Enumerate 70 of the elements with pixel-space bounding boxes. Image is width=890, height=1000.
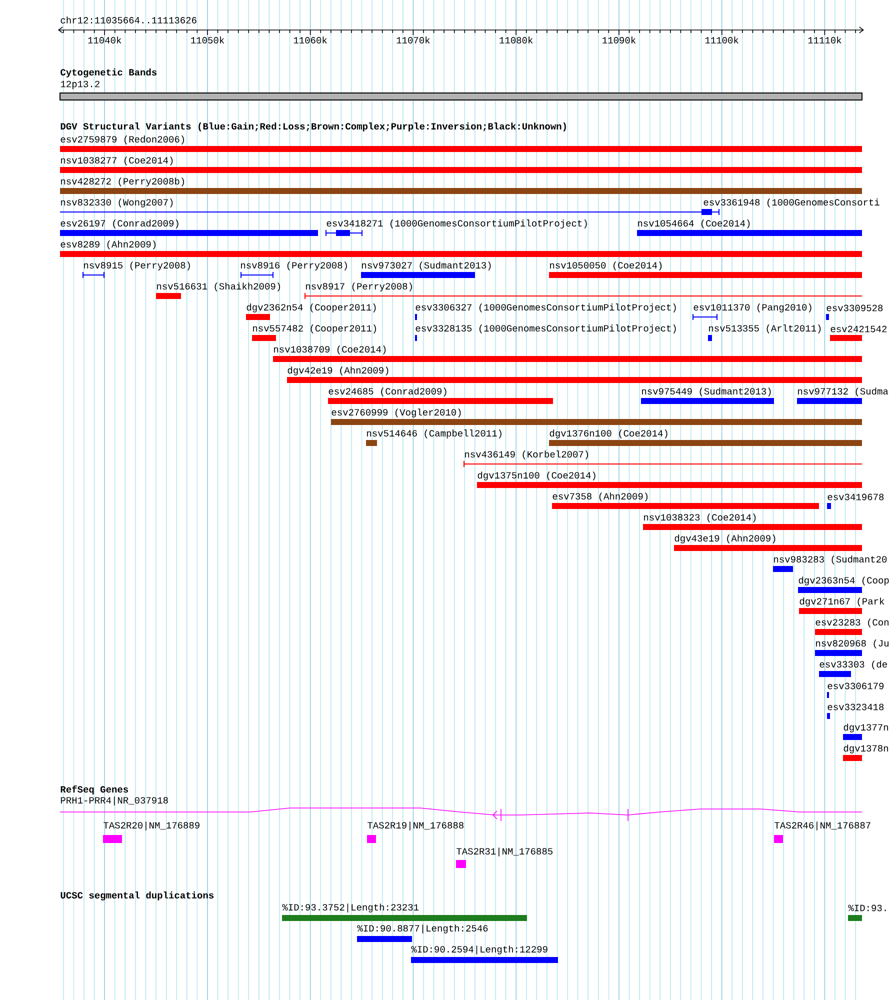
tick-label: 11070k bbox=[396, 36, 430, 44]
track-heading: RefSeq Genes bbox=[60, 786, 128, 794]
variant-label: nsv428272 (Perry2008b) bbox=[61, 178, 184, 186]
duplication-label: %ID:93. bbox=[848, 904, 886, 912]
variant-label: esv23283 (Con bbox=[816, 618, 888, 628]
variant-label: nsv975449 (Sudmant2013) bbox=[642, 388, 771, 396]
variant-label: esv2759879 (Redon2006) bbox=[60, 136, 184, 144]
variant-label: dgv1376n100 (Coe2014) bbox=[550, 430, 668, 438]
variant-label: dgv1377n bbox=[844, 724, 888, 732]
variant-label: esv7358 (Ahn2009) bbox=[552, 492, 648, 502]
variant-label: esv3419678 bbox=[828, 494, 884, 500]
variant-label: nsv557482 (Cooper2011) bbox=[253, 324, 376, 334]
variant-label: esv1011370 (Pang2010) bbox=[694, 304, 812, 312]
variant-label: dgv43e19 (Ahn2009) bbox=[674, 534, 776, 544]
duplication-label: %ID:93.3752|Length:23231 bbox=[282, 904, 419, 912]
variant-label: esv3323418 bbox=[828, 704, 884, 710]
variant-label: esv3418271 (1000GenomesConsortiumPilotProject) bbox=[326, 220, 587, 228]
variant-label: nsv973027 (Sudmant2013) bbox=[362, 262, 491, 270]
variant-label: dgv1378n bbox=[844, 744, 888, 754]
gene-label: TAS2R31|NM_176885 bbox=[456, 848, 552, 856]
variant-label: nsv1038323 (Coe2014) bbox=[644, 514, 756, 522]
variant-label: nsv514646 (Campbell2011) bbox=[367, 430, 502, 438]
variant-label: esv3306179 bbox=[828, 682, 884, 690]
gene-label: TAS2R46|NM_176887 bbox=[774, 822, 870, 830]
tick-label: 11100k bbox=[705, 36, 738, 44]
band-label: 12p13.2 bbox=[60, 80, 100, 90]
coordinate-label: chr12:11035664..11113626 bbox=[60, 16, 196, 24]
tick-label: 11080k bbox=[500, 36, 533, 44]
variant-label: nsv1050050 (Coe2014) bbox=[550, 262, 662, 270]
variant-label: esv24685 (Conrad2009) bbox=[328, 388, 446, 396]
tick-label: 11050k bbox=[191, 36, 224, 44]
track-heading: UCSC segmental duplications bbox=[60, 892, 214, 900]
variant-label: dgv2363n54 (Coop bbox=[798, 576, 889, 586]
variant-label: nsv820968 (Ju bbox=[816, 640, 888, 648]
gene-label: TAS2R20|NM_176889 bbox=[104, 822, 200, 830]
variant-label: nsv513355 (Arlt2011) bbox=[709, 324, 821, 334]
variant-label: esv3306327 (1000GenomesConsortiumPilotProject) bbox=[416, 304, 676, 312]
tick-label: 11090k bbox=[602, 36, 636, 44]
gene-label: TAS2R19|NM_176888 bbox=[368, 822, 464, 830]
variant-label: nsv8917 (Perry2008) bbox=[306, 282, 412, 292]
duplication-label: %ID:90.8877|Length:2546 bbox=[357, 924, 488, 934]
variant-label: esv2421542 bbox=[830, 326, 887, 332]
variant-label: dgv2362n54 (Cooper2011) bbox=[246, 304, 376, 312]
variant-label: nsv516631 (Shaikh2009) bbox=[157, 282, 280, 292]
variant-label: esv8289 (Ahn2009) bbox=[60, 240, 156, 250]
tick-label: 11110k bbox=[808, 36, 842, 44]
variant-label: dgv1375n100 (Coe2014) bbox=[478, 472, 596, 480]
variant-label: esv26197 (Conrad2009) bbox=[60, 220, 178, 228]
gene-label: PRH1-PRR4|NR_037918 bbox=[60, 796, 168, 806]
variant-label: esv2760999 (Vogler2010) bbox=[332, 408, 461, 418]
variant-label: nsv1054664 (Coe2014) bbox=[638, 220, 750, 228]
variant-label: nsv1038709 (Coe2014) bbox=[274, 346, 386, 354]
variant-label: esv3361948 (1000GenomesConsorti bbox=[704, 198, 880, 208]
variant-label: nsv8915 (Perry2008) bbox=[84, 262, 190, 270]
variant-label: dgv271n67 (Park bbox=[800, 598, 884, 606]
variant-label: esv3328135 (1000GenomesConsortiumPilotProject) bbox=[416, 324, 676, 334]
variant-label: nsv983283 (Sudmant20 bbox=[774, 556, 887, 564]
track-heading: DGV Structural Variants (Blue:Gain;Red:Loss;Brown:Complex;Purple:Inversion;Black:Unknown) bbox=[60, 122, 566, 132]
track-heading: Cytogenetic Bands bbox=[60, 68, 157, 78]
variant-label: nsv832330 (Wong2007) bbox=[61, 198, 173, 208]
duplication-label: %ID:90.2594|Length:12299 bbox=[411, 946, 548, 954]
variant-label: esv33303 (de bbox=[820, 660, 887, 670]
tick-label: 11040k bbox=[88, 36, 122, 44]
variant-label: dgv42e19 (Ahn2009) bbox=[288, 366, 388, 376]
variant-label: nsv1038277 (Coe2014) bbox=[61, 156, 173, 166]
variant-label: nsv8916 (Perry2008) bbox=[241, 262, 347, 270]
variant-label: nsv977132 (Sudma bbox=[798, 388, 888, 396]
variant-label: nsv436149 (Korbel2007) bbox=[465, 450, 588, 460]
variant-label: esv3309528 bbox=[826, 304, 883, 312]
tick-label: 11060k bbox=[294, 36, 327, 44]
